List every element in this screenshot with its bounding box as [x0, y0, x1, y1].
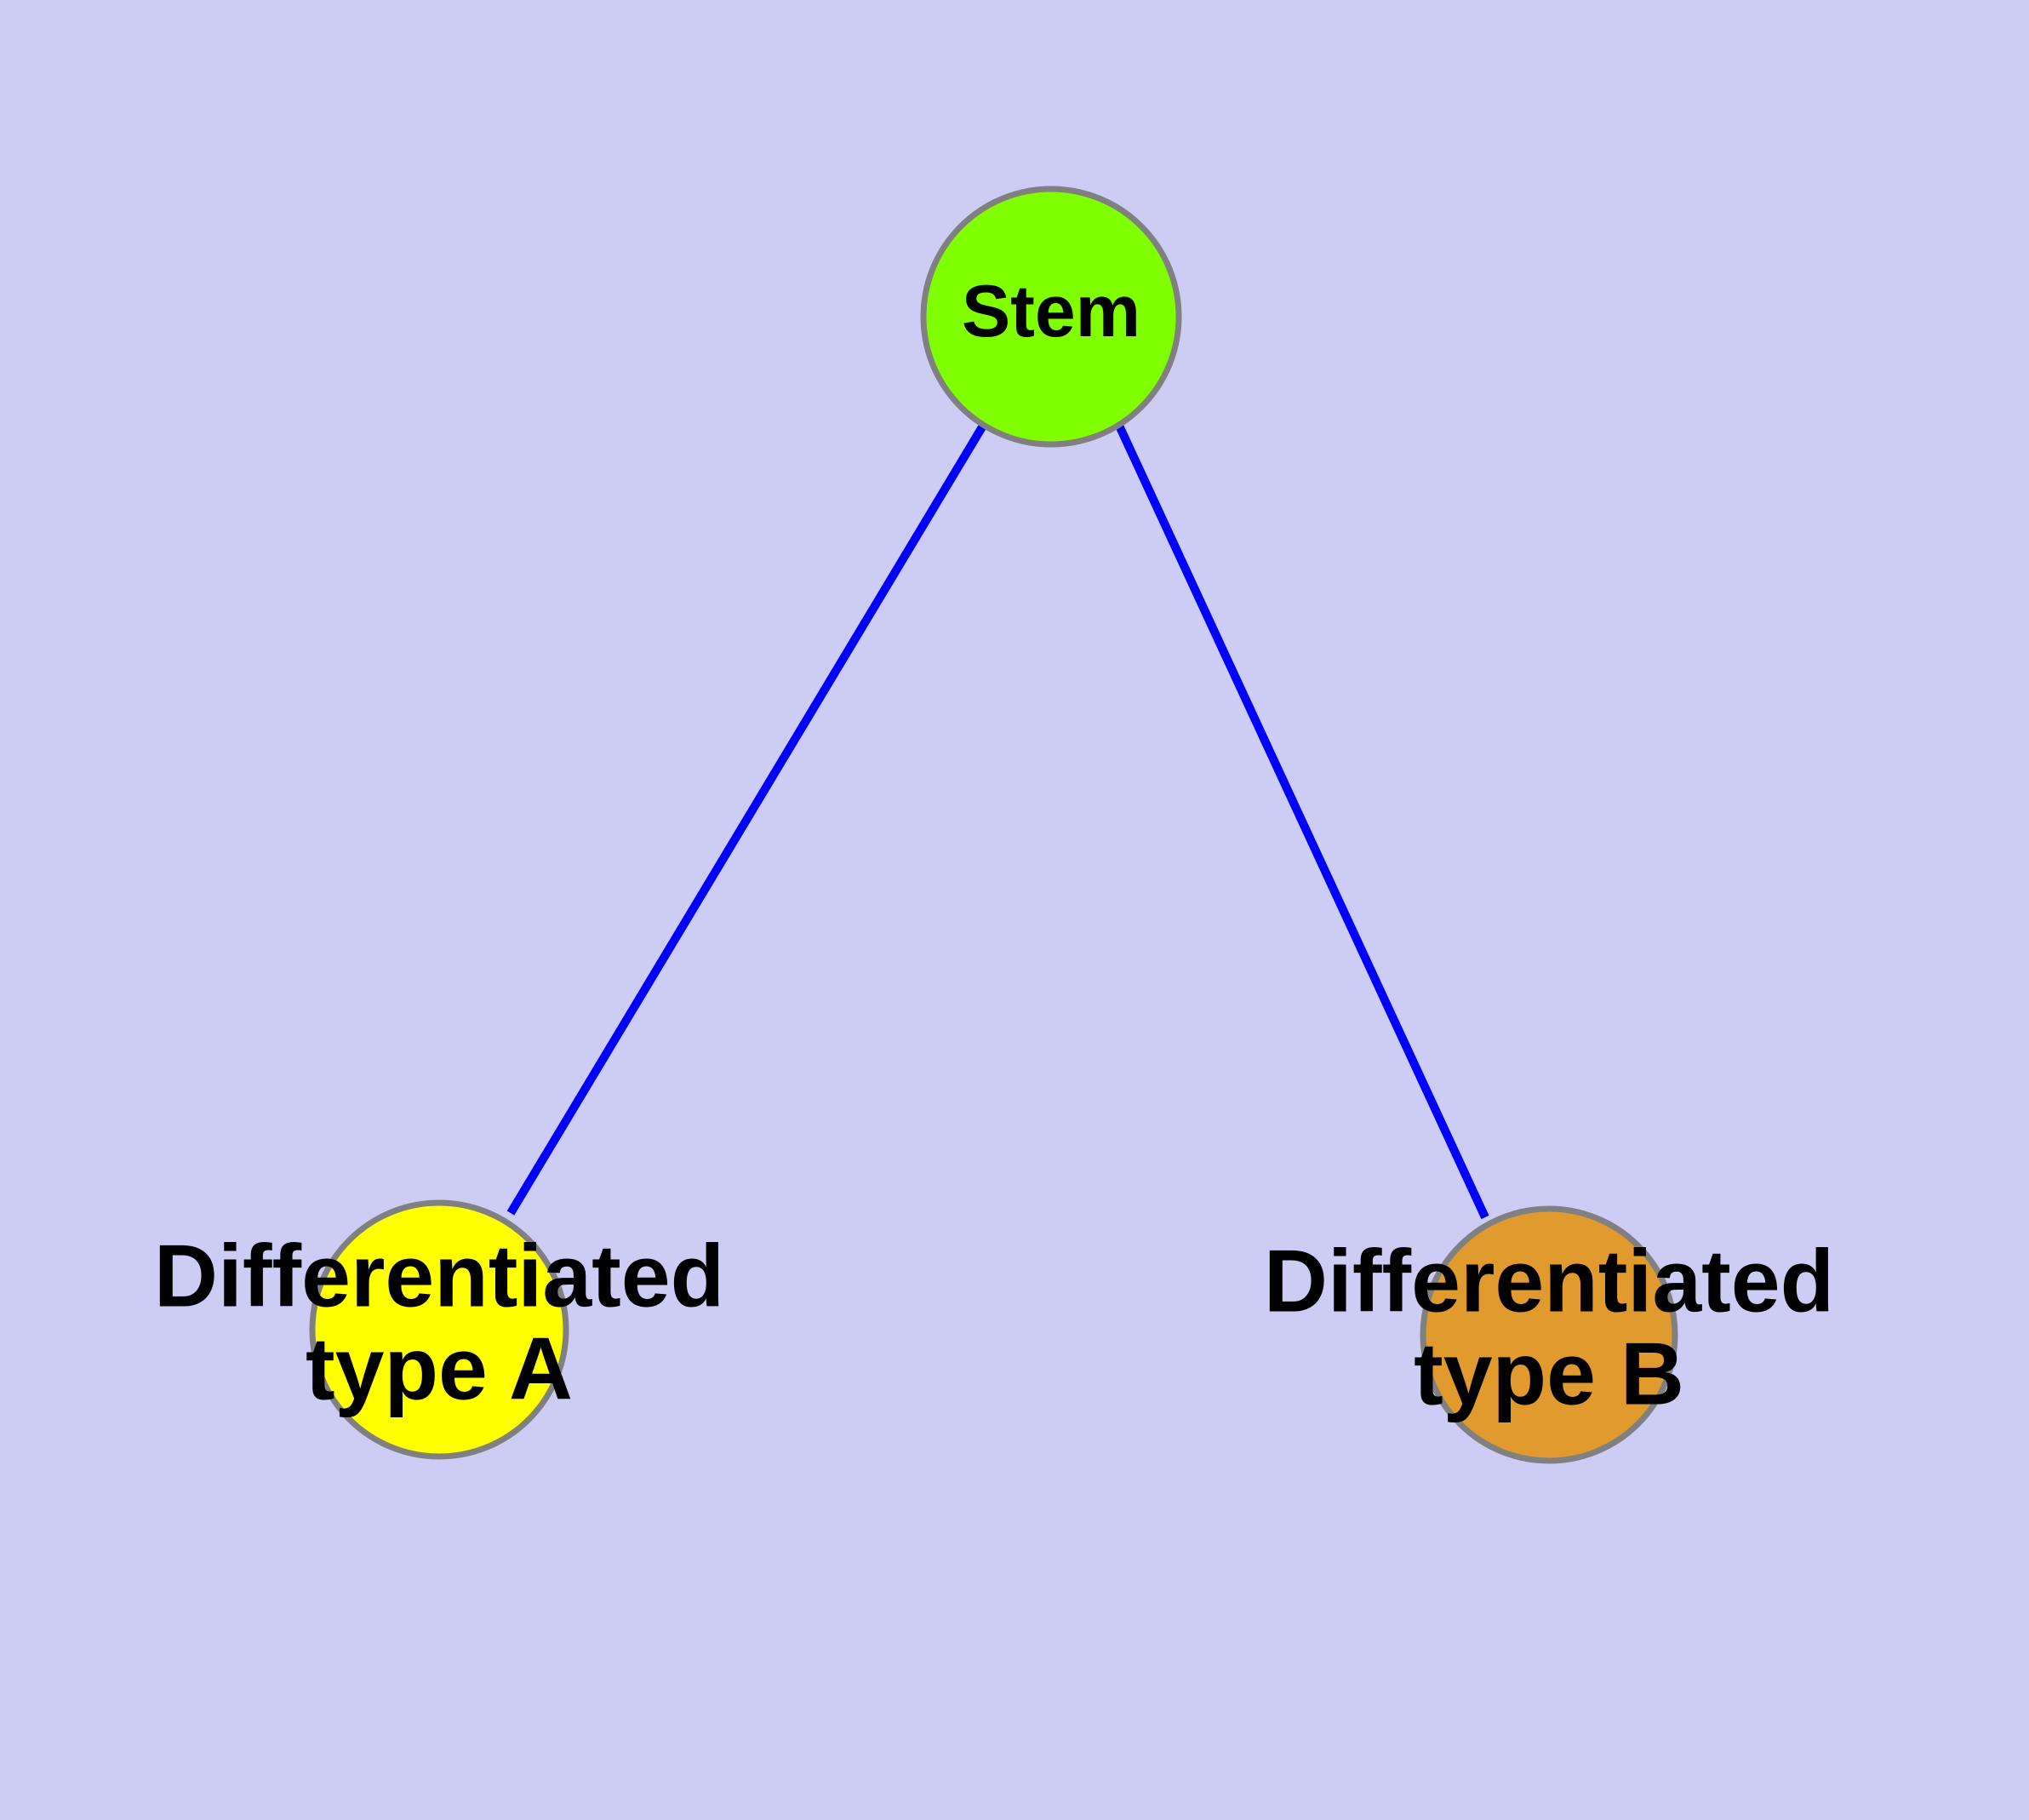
edges-layer [506, 423, 1489, 1220]
edge-stem-diff-a[interactable] [506, 423, 987, 1216]
node-label-line: Differentiated [154, 1228, 724, 1326]
node-label-line: Differentiated [1264, 1233, 1834, 1331]
node-label-line: Stem [962, 271, 1140, 352]
node-label-line: type B [1414, 1325, 1684, 1424]
node-label-line: type A [306, 1320, 573, 1419]
node-circle-diff_b[interactable] [1420, 1205, 1678, 1464]
node-circle-diff_a[interactable] [309, 1199, 569, 1460]
node-label-stem: Stem [962, 271, 1140, 352]
edge-stem-diff-b[interactable] [1115, 423, 1489, 1220]
node-circle-stem[interactable] [920, 186, 1182, 448]
